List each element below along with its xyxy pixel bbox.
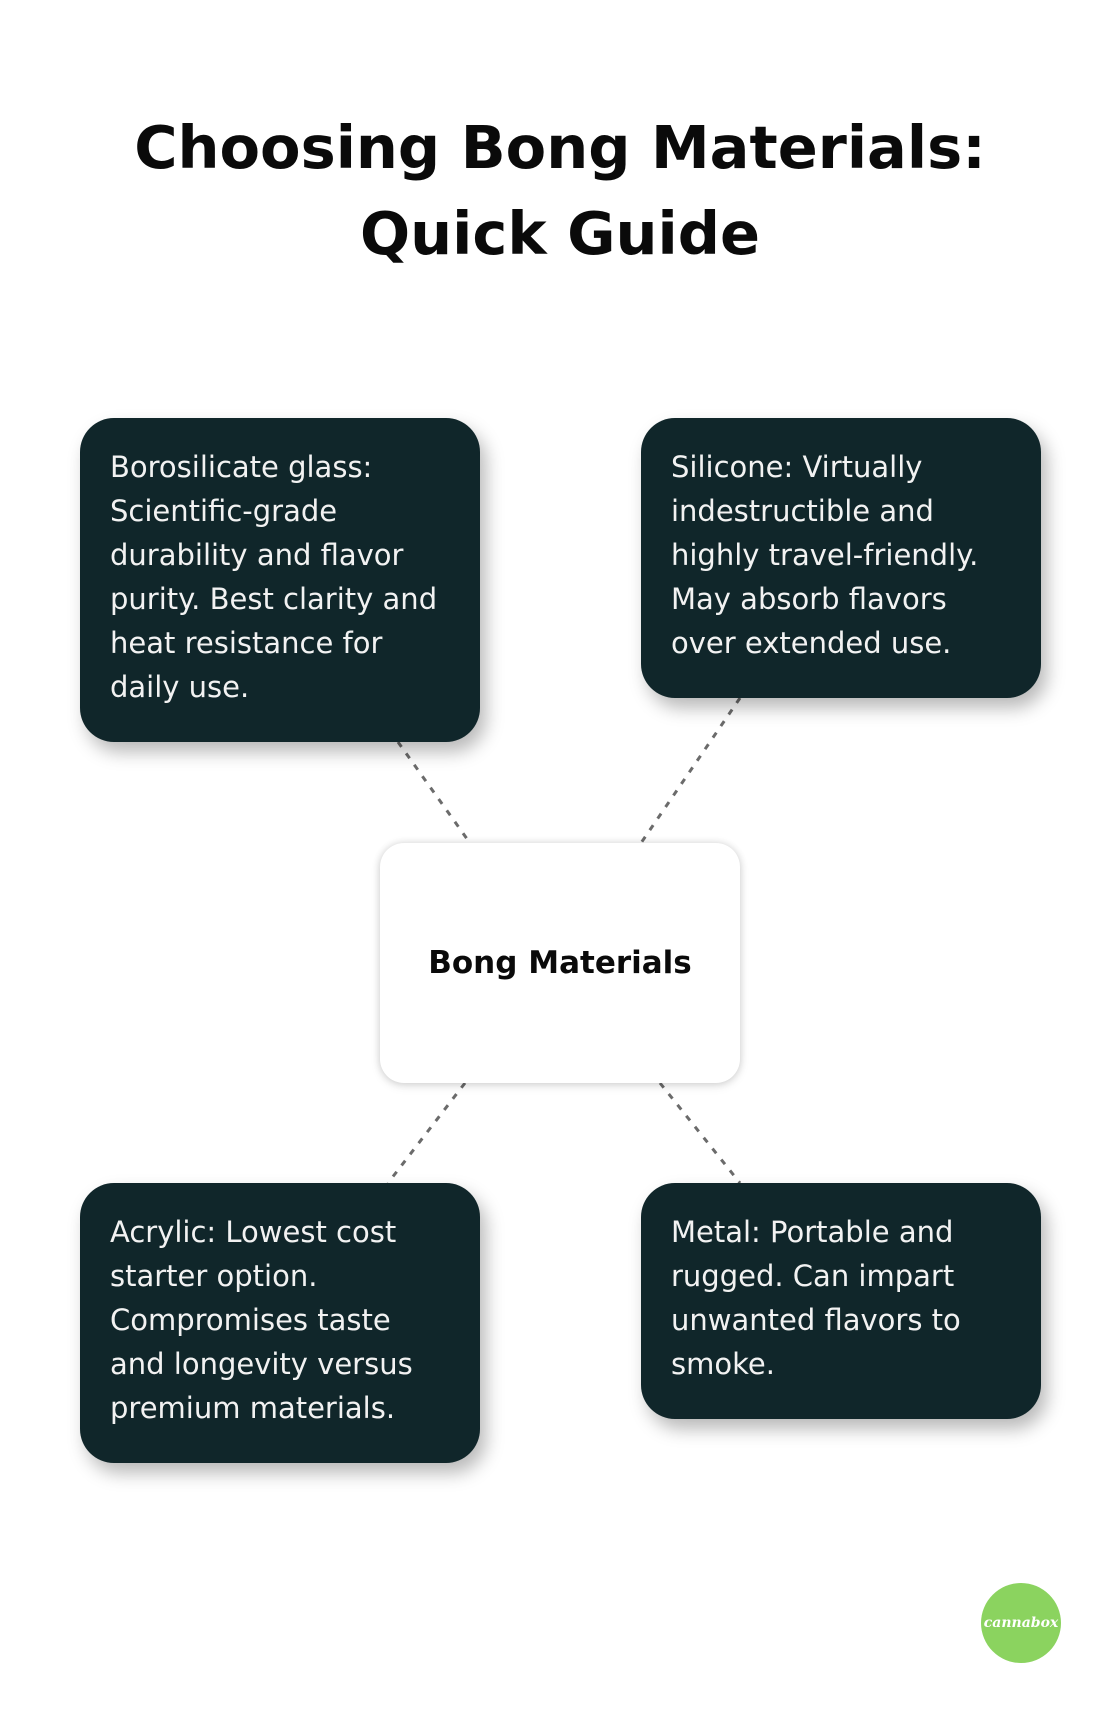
card-metal: Metal: Portable and rugged. Can impart u… <box>641 1183 1041 1419</box>
connector-acrylic <box>386 1082 467 1184</box>
card-borosilicate-glass: Borosilicate glass: Scientific-grade dur… <box>80 418 480 742</box>
connector-borosilicate <box>396 741 472 844</box>
card-acrylic: Acrylic: Lowest cost starter option. Com… <box>80 1183 480 1463</box>
center-node: Bong Materials <box>380 843 740 1083</box>
card-silicone: Silicone: Virtually indestructible and h… <box>641 418 1041 698</box>
cannabox-logo: cannabox <box>981 1583 1061 1663</box>
page-title: Choosing Bong Materials: Quick Guide <box>134 113 986 268</box>
center-node-label: Bong Materials <box>428 945 692 981</box>
connector-metal <box>658 1082 742 1184</box>
connector-silicone <box>639 697 742 844</box>
